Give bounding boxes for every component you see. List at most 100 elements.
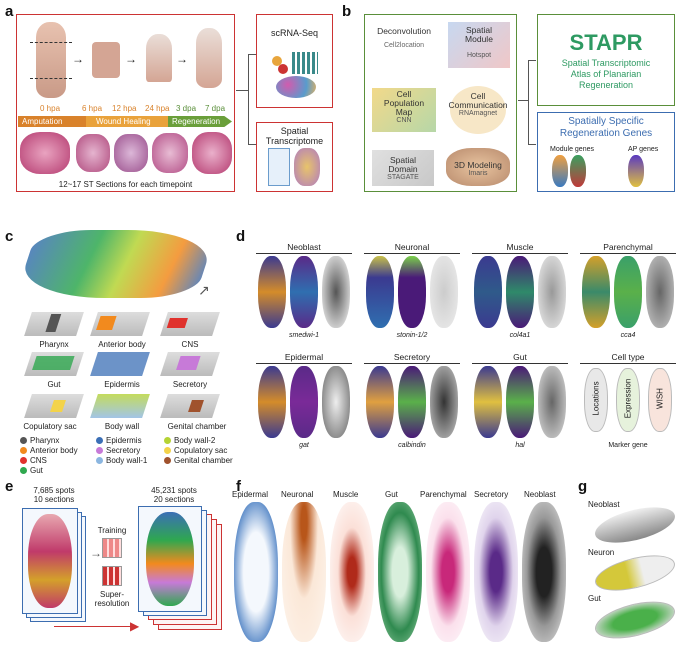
- legend-genital: Genital chamber: [164, 456, 233, 465]
- connector-b-down: [528, 144, 536, 145]
- connector-a-down: [248, 144, 256, 145]
- scrna-cluster-art: [268, 44, 324, 100]
- celltype-locations: [584, 368, 608, 432]
- legend-copulatory: Copulatory sac: [164, 446, 227, 455]
- gene-hal: hal: [515, 442, 525, 449]
- panel-d-label: d: [236, 228, 246, 245]
- timepoint-3dpa: 3 dpa: [176, 104, 197, 113]
- connector-b: [518, 100, 528, 101]
- arrow-3: →: [176, 52, 188, 66]
- g-neuron: Neuron: [588, 548, 615, 557]
- gene-cca4: cca4: [620, 332, 636, 339]
- thumb-secretory: [160, 352, 220, 376]
- region-anterior: Anterior body: [98, 340, 146, 349]
- f-epidermal: Epidermal: [232, 490, 269, 499]
- gut-wish: [538, 366, 566, 438]
- right-stack: [138, 506, 228, 634]
- parenchymal-loc: [582, 256, 610, 328]
- stage-bar-regen: [168, 116, 232, 127]
- stage-amputation: Amputation: [22, 117, 63, 126]
- arrow-2: →: [125, 52, 137, 66]
- left-stack: [20, 506, 90, 626]
- module-spatial-art: [448, 22, 510, 68]
- connector-b-vert: [528, 60, 529, 144]
- left-spots: 7,685 spots: [33, 486, 75, 495]
- f-muscle: Muscle: [333, 490, 359, 499]
- stage-wound-healing: Wound Healing: [96, 117, 151, 126]
- legend-gut: Gut: [20, 466, 43, 475]
- cut-line-bottom: [30, 78, 72, 79]
- region-bodywall: Body wall: [104, 422, 140, 431]
- celltype-expression-label: Expression: [623, 378, 633, 419]
- superres-icon: [102, 566, 122, 586]
- panel-e-label: e: [5, 478, 14, 495]
- marker-gene-label: Marker gene: [608, 442, 648, 449]
- connector-b-up: [528, 60, 536, 61]
- f-epidermal-worm: [234, 502, 278, 642]
- worm-0hpa: [36, 22, 66, 98]
- thumb-epidermis: [90, 352, 150, 376]
- f-parenchymal: Parenchymal: [420, 490, 467, 499]
- gene-gat: gat: [299, 442, 309, 449]
- region-secretory: Secretory: [172, 380, 208, 389]
- stage-bar-amputation: [18, 116, 86, 127]
- region-epidermis: Epidermis: [104, 380, 140, 389]
- module-3d-art: [446, 148, 510, 186]
- panel-c-3d-model: [14, 230, 218, 298]
- f-muscle-worm: [330, 502, 374, 642]
- celltype-title: Cell type: [580, 352, 676, 364]
- scrna-title: scRNA-Seq: [270, 28, 318, 38]
- timepoint-7dpa: 7 dpa: [205, 104, 226, 113]
- timepoint-6hpa: 6 hpa: [82, 104, 103, 113]
- region-pharynx: Pharynx: [39, 340, 69, 349]
- cut-line-top: [30, 42, 72, 43]
- group-muscle-title: Muscle: [472, 242, 568, 254]
- region-gut: Gut: [47, 380, 61, 389]
- panel-c-label: c: [5, 228, 14, 245]
- gene-stonin: stonin-1/2: [396, 332, 428, 339]
- panel-a-caption: 12~17 ST Sections for each timepoint: [58, 180, 193, 189]
- legend-bodywall1: Body wall-1: [96, 456, 147, 465]
- epidermal-expr: [290, 366, 318, 438]
- g-gut: Gut: [588, 594, 601, 603]
- module-cellcomm-art: [450, 86, 506, 134]
- worm-regen-2: [196, 28, 222, 88]
- stapr-box: [537, 14, 675, 106]
- secretory-wish: [430, 366, 458, 438]
- group-gut-title: Gut: [472, 352, 568, 364]
- module-domain-art: [372, 150, 434, 186]
- timepoint-24hpa: 24 hpa: [145, 104, 170, 113]
- st-sections: [20, 130, 232, 176]
- worm-fragment: [92, 42, 120, 78]
- region-cns: CNS: [181, 340, 199, 349]
- panel-f-label: f: [236, 478, 241, 495]
- legend-epidermis: Epidermis: [96, 436, 142, 445]
- stapr-title: STAPR: [569, 30, 643, 55]
- parenchymal-wish: [646, 256, 674, 328]
- f-neuronal: Neuronal: [281, 490, 314, 499]
- thumb-cns: [160, 312, 220, 336]
- arrow-e-bottom: [54, 626, 134, 627]
- f-neuronal-worm: [282, 502, 326, 642]
- muscle-loc: [474, 256, 502, 328]
- legend-bodywall2: Body wall-2: [164, 436, 215, 445]
- thumb-anterior: [90, 312, 150, 336]
- f-neoblast-worm: [522, 502, 566, 642]
- arrow-e-top: →: [90, 546, 102, 560]
- timepoint-0hpa: 0 hpa: [40, 104, 61, 113]
- panel-b-label: b: [342, 3, 352, 20]
- group-neoblast-title: Neoblast: [256, 242, 352, 254]
- legend-anterior: Anterior body: [20, 446, 78, 455]
- superres-label: Super-resolution: [94, 590, 130, 608]
- training-icon: [102, 538, 122, 558]
- panel-g-label: g: [578, 478, 588, 495]
- g-neoblast: Neoblast: [588, 500, 620, 509]
- region-genital: Genital chamber: [167, 422, 227, 431]
- thumb-pharynx: [24, 312, 84, 336]
- f-gut-worm: [378, 502, 422, 642]
- module-deconvolution: Deconvolution Cell2location: [377, 26, 431, 49]
- arrow-e-head: ▶: [130, 619, 140, 633]
